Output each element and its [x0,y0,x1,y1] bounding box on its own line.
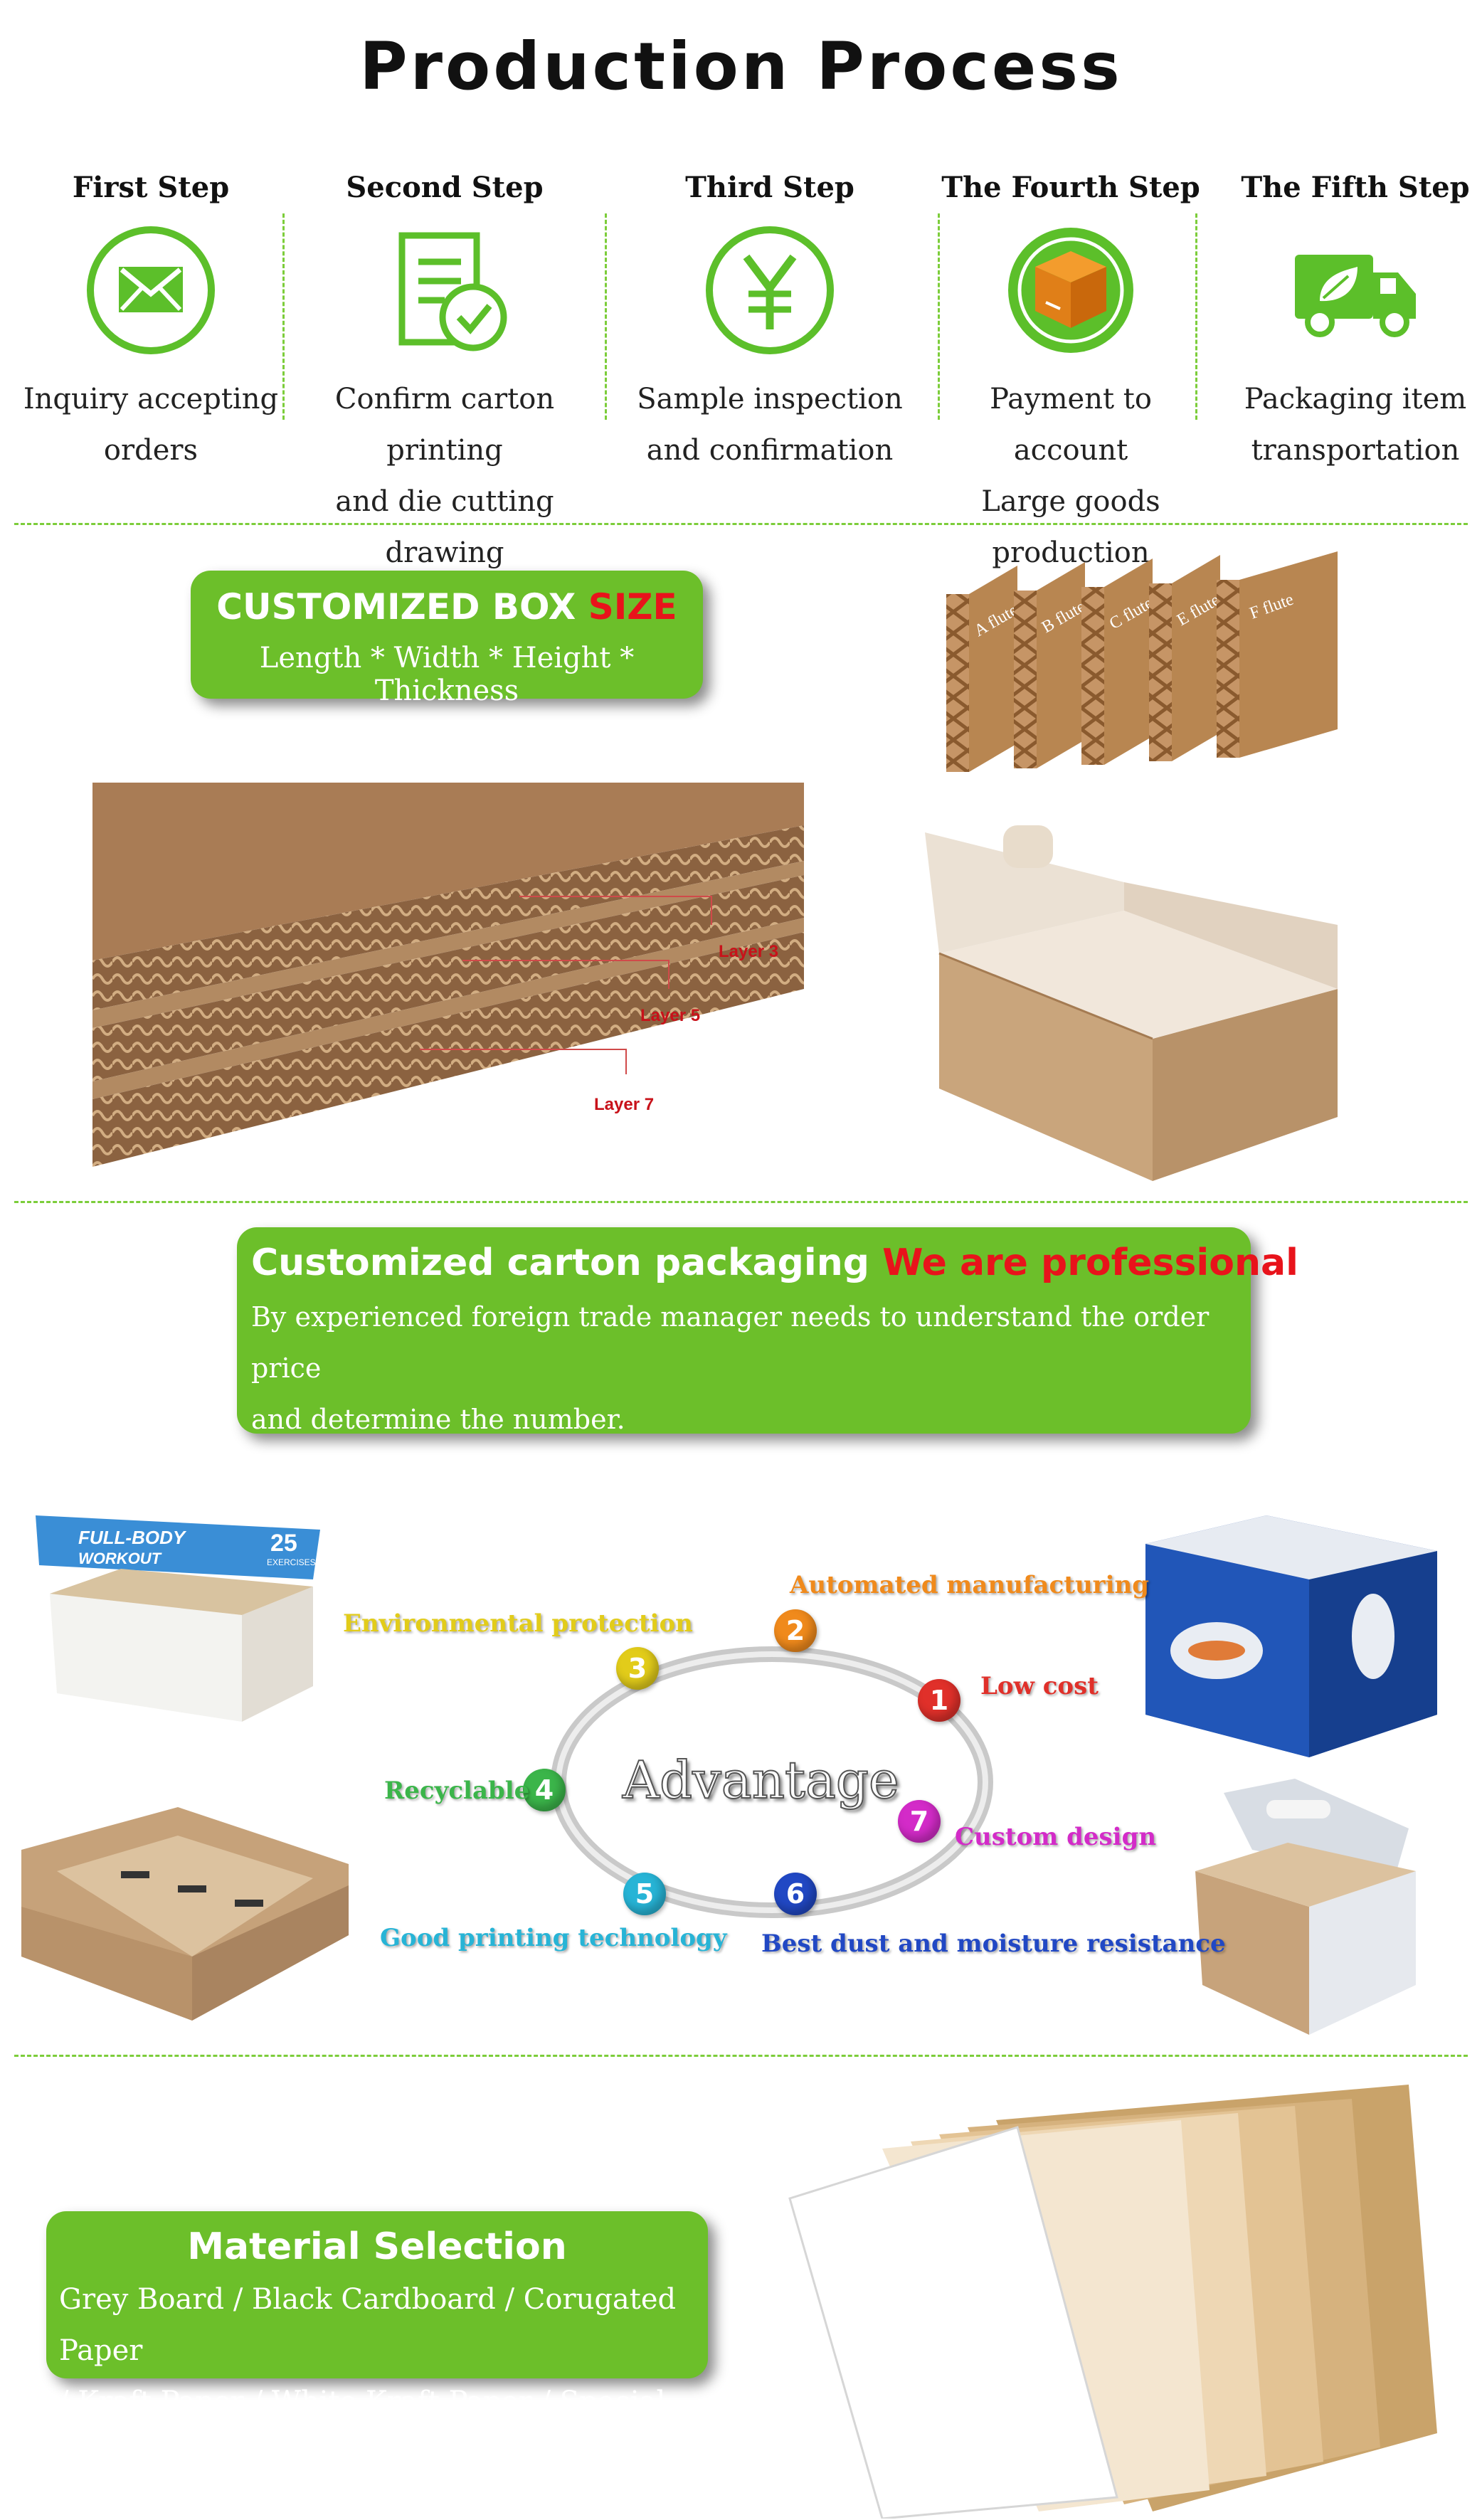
advantage-label: Environmental protection [343,1609,693,1638]
material-line: Grey Board / Black Cardboard / Corugated… [59,2283,677,2367]
step-3: Third Step Sample inspection and confirm… [628,171,912,476]
advantage-badge: 1 [918,1679,960,1722]
step-text-line: transportation [1251,434,1460,467]
blue-printed-box-photo [1145,1515,1437,1757]
packaging-line: By experienced foreign trade manager nee… [251,1301,1210,1384]
kraft-tray-photo [21,1807,349,2021]
box-size-title-accent: SIZE [588,586,677,628]
page-title: Production Process [359,28,1123,105]
flute-samples-photo: A flute B flute C flute E flute F flute [946,551,1338,772]
layer-label: Layer 5 [640,1006,700,1025]
step-text-line: and die cutting drawing [335,485,554,569]
box-icon [1008,228,1133,353]
envelope-icon [87,226,215,354]
step-heading: Third Step [685,171,854,204]
step-text-line: Packaging item [1244,383,1467,415]
step-divider [938,213,940,420]
mailer-box-photo [925,825,1338,1181]
advantage-badge: 5 [623,1873,666,1915]
step-text-line: orders [103,434,199,467]
step-text-line: and confirmation [646,434,894,467]
product-brand: FULL-BODY [78,1527,187,1548]
packaging-title: Customized carton packaging [251,1242,869,1284]
layer-label: Layer 3 [719,942,778,961]
product-count: 25 [270,1530,297,1557]
product-line2: WORKOUT [78,1550,162,1567]
step-heading: First Step [72,171,230,204]
step-5: The Fifth Step Packaging item transporta… [1213,171,1482,476]
yen-icon [706,226,834,354]
step-divider [282,213,285,420]
paper-samples-photo [788,2085,1437,2519]
step-divider [605,213,607,420]
product-count-label: EXERCISES [267,1557,316,1567]
corrugated-layers-photo: Layer 3 Layer 5 Layer 7 [92,783,804,1167]
printed-display-box-photo: FULL-BODY WORKOUT 25 EXERCISES [36,1515,320,1722]
advantage-badge: 3 [616,1647,659,1690]
section-divider [14,523,1468,525]
advantage-label: Low cost [980,1672,1099,1700]
advantage-label: Automated manufacturing [790,1571,1149,1599]
flute-sample: E flute [1149,555,1223,761]
step-4: The Fourth Step Payment to account Large… [928,171,1213,578]
step-heading: The Fourth Step [941,171,1200,204]
step-text-line: Inquiry accepting [23,383,279,415]
flute-sample: C flute [1081,558,1156,765]
packaging-line: The two places cooperate to provide cust… [251,1455,1202,1486]
step-text-line: Payment to account [990,383,1152,467]
box-size-subtitle: Length * Width * Height * Thickness [259,642,635,707]
flute-sample: F flute [1217,551,1338,758]
step-divider [1195,213,1197,420]
step-heading: The Fifth Step [1241,171,1470,204]
step-1: First Step Inquiry accepting orders [9,171,293,476]
step-text-line: Sample inspection [637,383,903,415]
step-text-line: production [992,536,1150,569]
material-title: Material Selection [187,2225,567,2268]
step-heading: Second Step [346,171,544,204]
flute-sample: A flute [946,566,1021,772]
step-2: Second Step Confirm carton printing and … [302,171,587,578]
section-divider [14,1201,1468,1203]
section-divider [14,2055,1468,2057]
advantage-badge: 6 [774,1873,817,1915]
step-text-line: Confirm carton printing [334,383,555,467]
advantage-label: Good printing technology [380,1924,727,1952]
material-line: / Kraft Paper / White Kraft Paper / Spec… [59,2386,666,2469]
advantage-badge: 2 [774,1609,817,1652]
packaging-banner: Customized carton packaging We are profe… [237,1227,1298,1486]
flute-sample: B flute [1014,562,1089,768]
advantage-badge: 4 [523,1769,566,1811]
layer-label: Layer 7 [594,1095,654,1114]
box-size-banner: CUSTOMIZED BOX SIZE Length * Width * Hei… [191,571,703,707]
document-check-icon [398,232,507,351]
box-size-title: CUSTOMIZED BOX [216,586,576,628]
delivery-truck-icon [1295,255,1416,337]
packaging-line: and determine the number. [251,1404,625,1435]
advantage-center-title: Advantage [622,1749,900,1811]
advantage-label: Custom design [955,1823,1157,1851]
advantage-label: Best dust and moisture resistance [761,1929,1226,1958]
packaging-title-accent: We are professional [882,1242,1298,1284]
advantage-label: Recyclable [384,1777,530,1805]
material-banner: Material Selection Grey Board / Black Ca… [46,2211,708,2469]
advantage-badge: 7 [898,1800,941,1843]
step-text-line: Large goods [981,485,1160,518]
bottle-carrier-photo [1195,1779,1416,2035]
